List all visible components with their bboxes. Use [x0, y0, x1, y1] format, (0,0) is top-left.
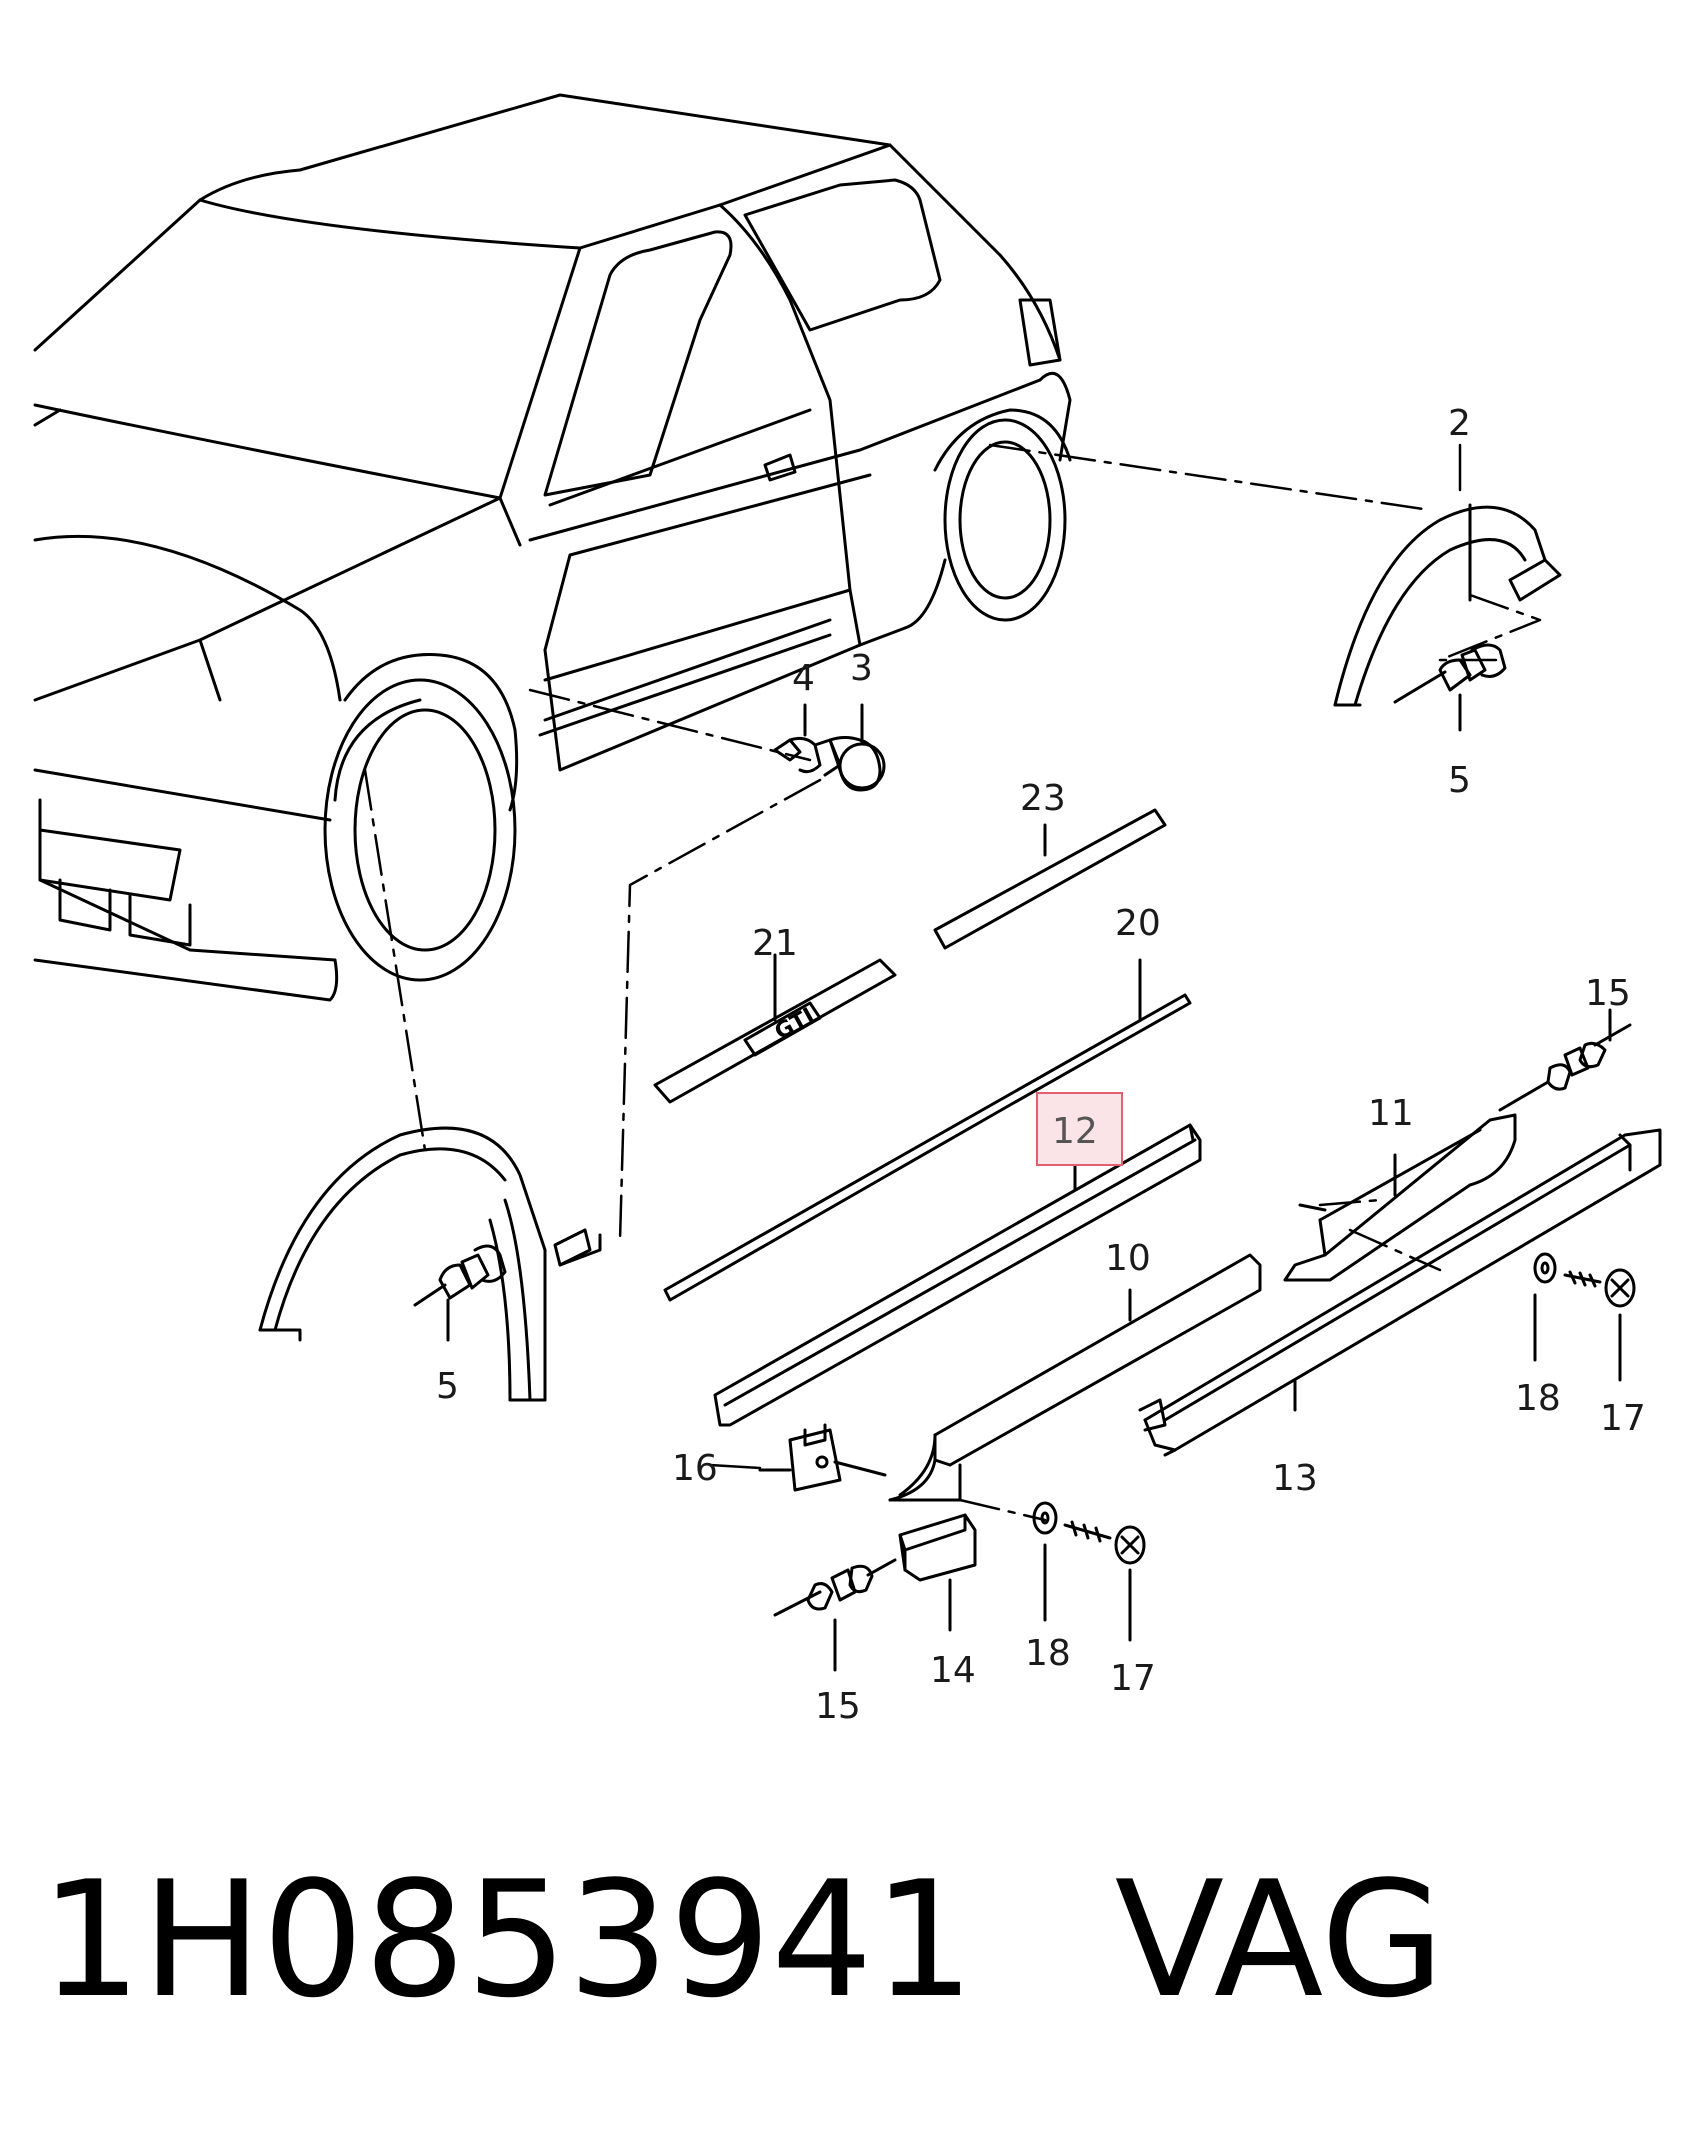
callout-20: 20	[1115, 903, 1161, 944]
callout-14: 14	[930, 1650, 976, 1691]
leader-lines	[363, 443, 1542, 1522]
callout-12: 12	[1052, 1111, 1098, 1152]
part-caption: 1H0853941 VAG	[40, 1840, 1445, 2040]
callout-2: 2	[1448, 403, 1471, 444]
part-sill-end-front	[553, 1228, 602, 1267]
part-2-rear-arch-trim	[1333, 503, 1562, 707]
part-17-screw-rear	[1563, 1268, 1636, 1382]
part-3-plug	[828, 703, 886, 792]
callout-3: 3	[850, 648, 873, 689]
part-14-block	[898, 1513, 977, 1632]
part-11-sill-extension	[1283, 1113, 1517, 1282]
callout-15-front: 15	[815, 1686, 861, 1727]
part-23-trim-strip	[933, 808, 1167, 950]
brand-name: VAG	[1114, 1846, 1445, 2033]
part-front-arch-trim	[258, 1126, 547, 1402]
callout-17-front: 17	[1110, 1658, 1156, 1699]
callout-11: 11	[1368, 1093, 1414, 1134]
callout-10: 10	[1105, 1238, 1151, 1279]
callout-21: 21	[752, 923, 798, 964]
callout-13: 13	[1272, 1458, 1318, 1499]
callout-23: 23	[1020, 778, 1066, 819]
callout-labels: 2 3 4 5 5 23 21 20 12 11 15 10 16 13 18 …	[436, 403, 1646, 1727]
part-10-sill-trim	[888, 1253, 1262, 1502]
callout-17-rear: 17	[1600, 1398, 1646, 1439]
label-leaders	[708, 443, 1462, 1470]
part-5-clip-front	[413, 1244, 507, 1342]
callout-5-front: 5	[436, 1366, 459, 1407]
part-number: 1H0853941	[40, 1846, 975, 2033]
gti-emblem-text: GTI	[771, 1004, 819, 1046]
part-17-screw-front	[1063, 1520, 1146, 1642]
callout-5-rear: 5	[1448, 760, 1471, 801]
part-15-clip-front	[773, 1558, 897, 1672]
part-13-sill-channel	[1138, 1128, 1662, 1457]
highlight-box	[1036, 1092, 1123, 1166]
part-15-clip-rear	[1498, 1008, 1632, 1112]
part-16-clip	[758, 1423, 887, 1492]
callout-18-front: 18	[1025, 1633, 1071, 1674]
callout-16: 16	[672, 1448, 718, 1489]
part-18-washer-rear	[1533, 1252, 1557, 1362]
part-5-clip-rear	[1393, 643, 1507, 732]
part-18-washer-front	[1032, 1501, 1058, 1622]
part-20-long-strip	[663, 958, 1192, 1302]
car-illustration	[33, 93, 1072, 1002]
callout-4: 4	[792, 658, 815, 699]
callout-15-rear: 15	[1585, 973, 1631, 1014]
part-21-badge-strip	[653, 953, 897, 1104]
callout-18-rear: 18	[1515, 1378, 1561, 1419]
